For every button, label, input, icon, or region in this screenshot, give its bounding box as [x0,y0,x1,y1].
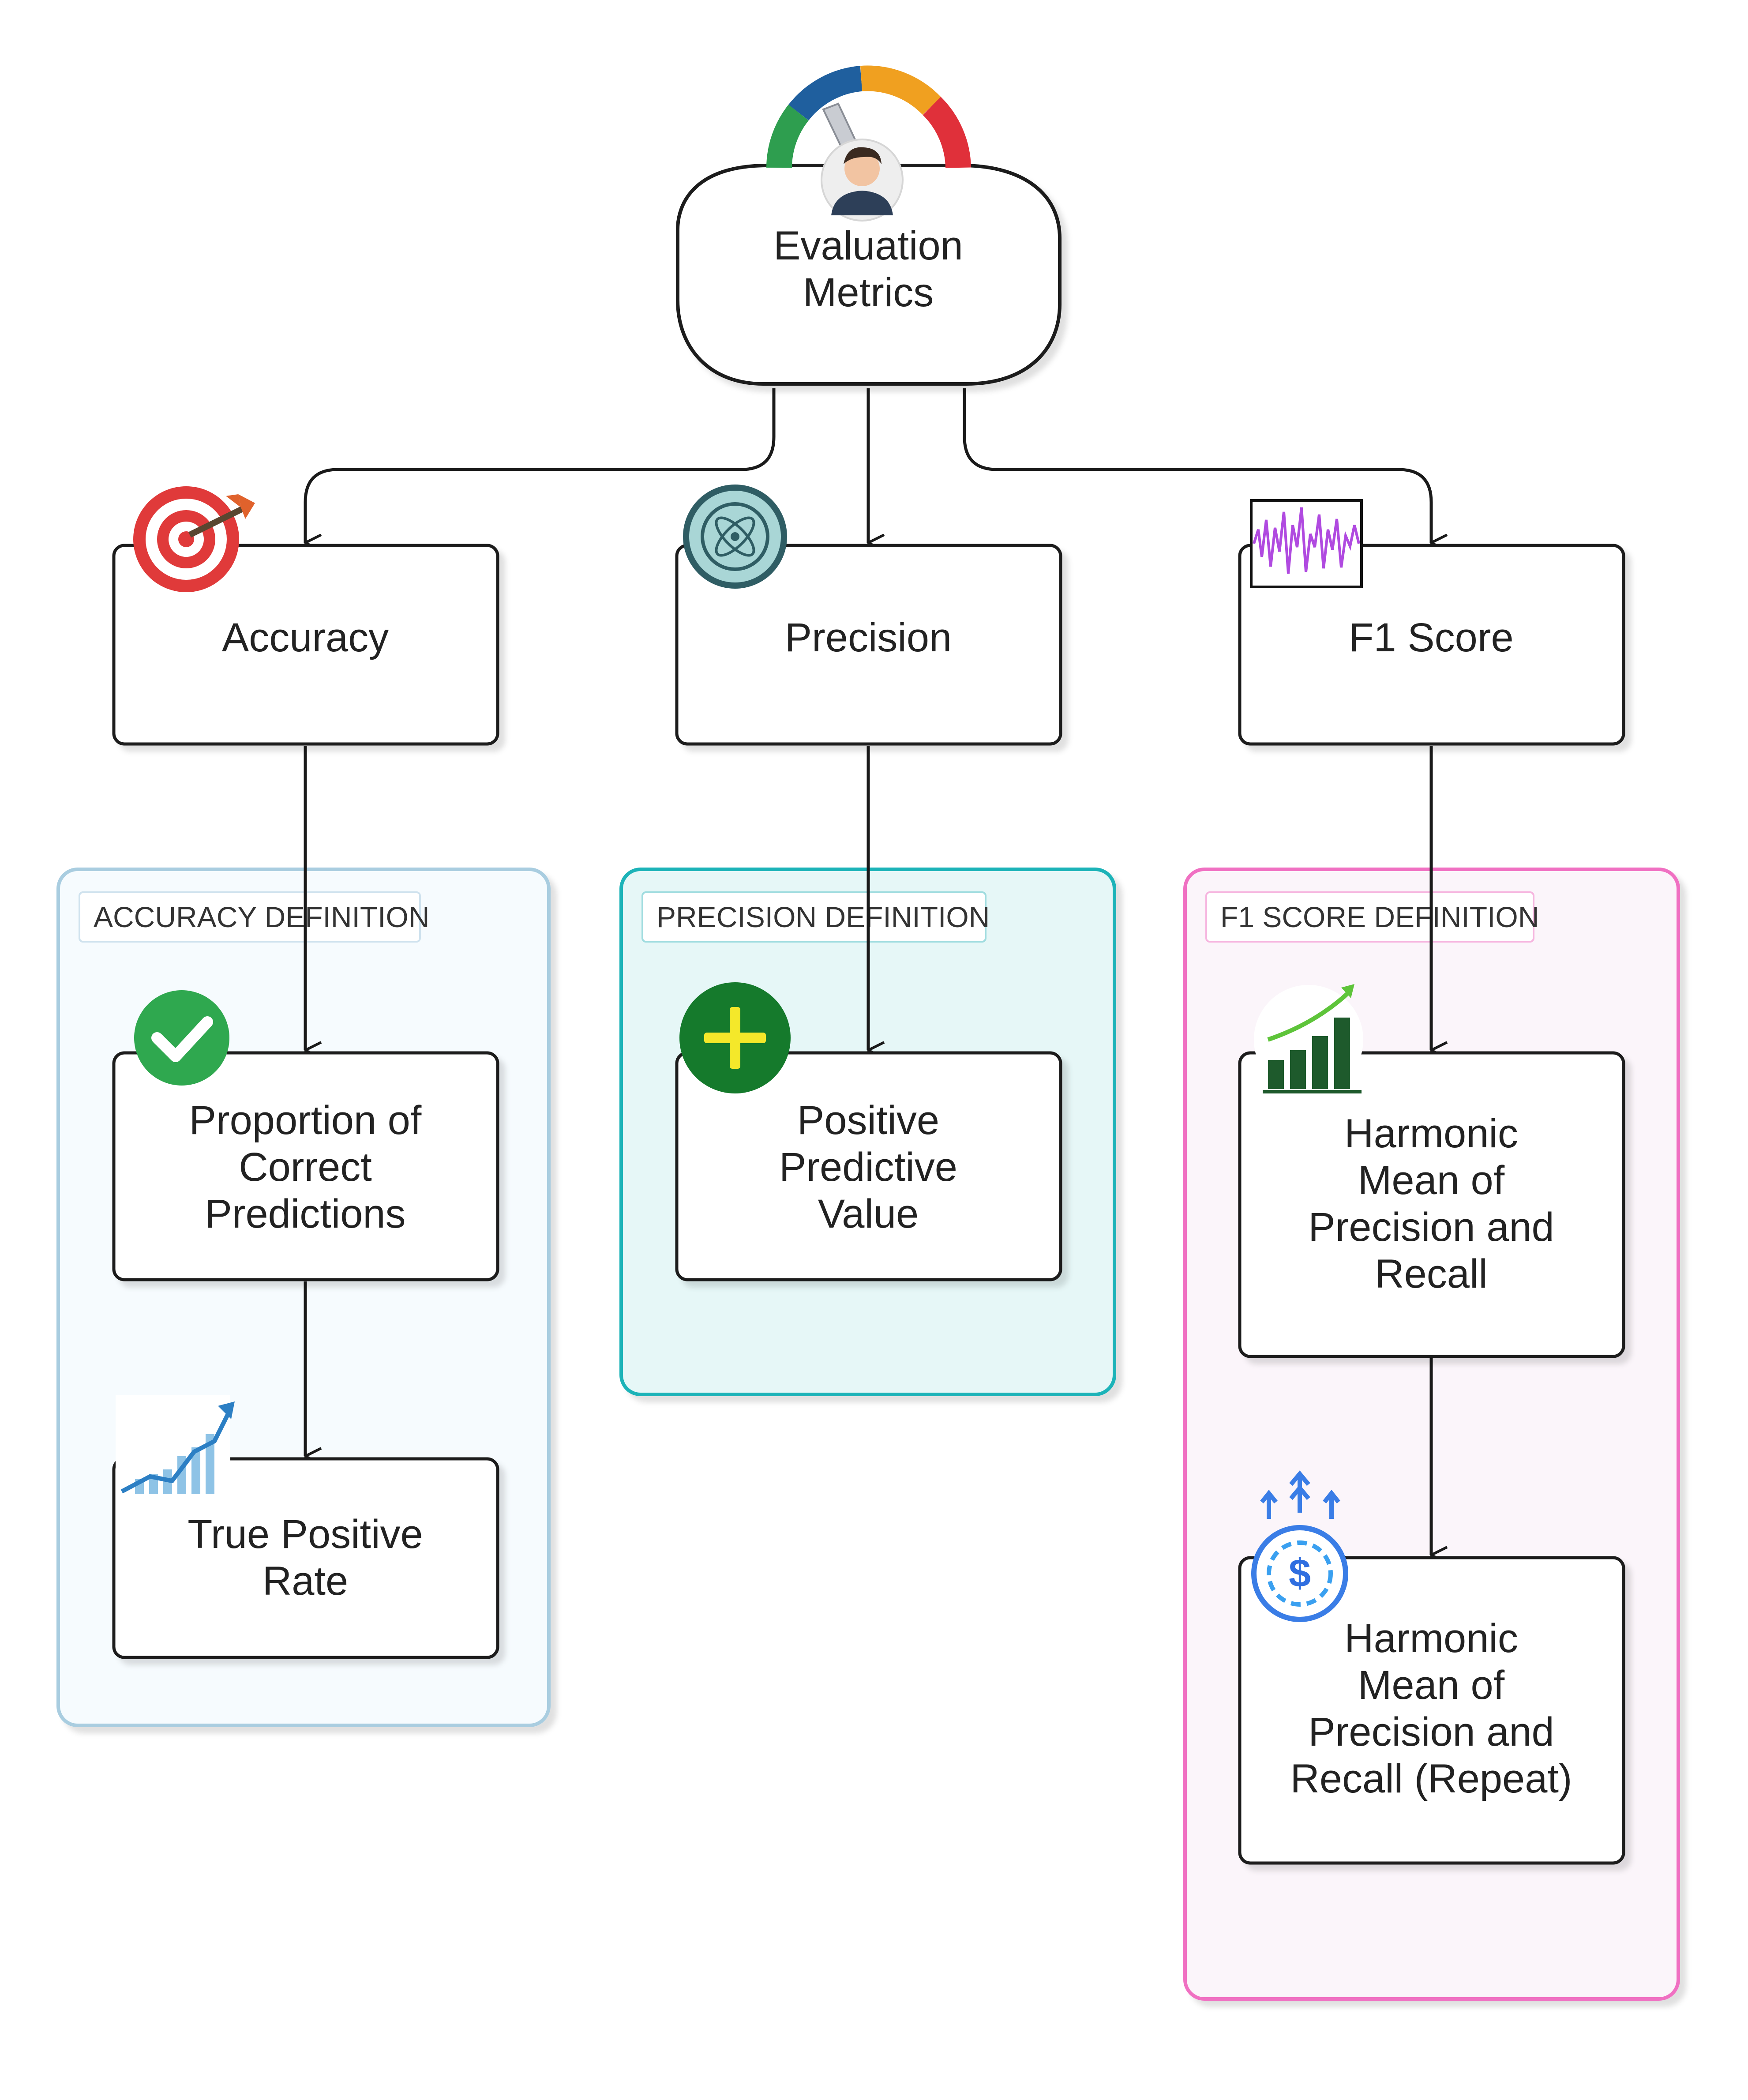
edge-root-f1 [963,388,1431,543]
rising-chart-icon [116,1395,235,1497]
connectors [304,388,1431,1555]
metric-node-f1[interactable]: F1 Score [1238,544,1625,746]
root-title-line-1: Evaluation [773,223,963,268]
root-node[interactable]: Evaluation Metrics [676,164,1062,386]
definition-repeat-line-4: Recall (Repeat) [1290,1756,1572,1801]
definition-harmonic-line-2: Mean of [1358,1158,1505,1203]
metric-label-precision: Precision [785,615,952,660]
definition-harmonic-line-1: Harmonic [1344,1111,1518,1156]
definition-repeat-line-1: Harmonic [1344,1616,1518,1661]
metric-label-accuracy: Accuracy [222,615,389,660]
avatar-icon [821,139,904,222]
metric-node-precision[interactable]: Precision [675,544,1062,746]
definition-node-tpr[interactable]: True Positive Rate [112,1457,499,1659]
group-label-accuracy: ACCURACY DEFINITION [94,901,430,933]
gauge-icon [766,65,971,175]
definition-proportion-line-2: Correct [239,1145,372,1190]
group-label-precision: PRECISION DEFINITION [656,901,990,933]
atom-icon [683,485,787,589]
metric-label-f1: F1 Score [1349,615,1513,660]
svg-text:$: $ [1289,1552,1311,1596]
definition-harmonic-line-3: Precision and [1308,1205,1554,1250]
definition-ppv-line-2: Predictive [779,1145,957,1190]
group-label-f1: F1 SCORE DEFINITION [1220,901,1539,933]
target-arrow-icon [133,486,255,592]
definition-proportion-line-3: Predictions [205,1191,405,1236]
definition-node-harmonic-repeat[interactable]: Harmonic Mean of Precision and Recall (R… [1238,1556,1625,1865]
definition-proportion-line-1: Proportion of [189,1098,422,1143]
edge-root-accuracy [304,388,776,543]
definition-repeat-line-2: Mean of [1358,1663,1505,1708]
definition-ppv-line-3: Value [818,1191,919,1236]
definition-harmonic-line-4: Recall [1375,1251,1488,1296]
waveform-icon [1250,499,1363,588]
definition-tpr-line-1: True Positive [188,1512,423,1557]
growth-bars-icon [1254,984,1363,1094]
check-circle-icon [134,990,229,1086]
dollar-coin-arrows-icon: $ [1251,1470,1348,1622]
definition-ppv-line-1: Positive [797,1098,939,1143]
plus-circle-icon [679,982,791,1093]
root-title-line-2: Metrics [803,270,934,315]
definition-node-proportion[interactable]: Proportion of Correct Predictions [112,1051,499,1281]
definition-tpr-line-2: Rate [263,1559,348,1604]
definition-node-ppv[interactable]: Positive Predictive Value [675,1051,1062,1281]
definition-repeat-line-3: Precision and [1308,1709,1554,1754]
definition-node-harmonic[interactable]: Harmonic Mean of Precision and Recall [1238,1051,1625,1358]
metric-node-accuracy[interactable]: Accuracy [112,544,499,746]
